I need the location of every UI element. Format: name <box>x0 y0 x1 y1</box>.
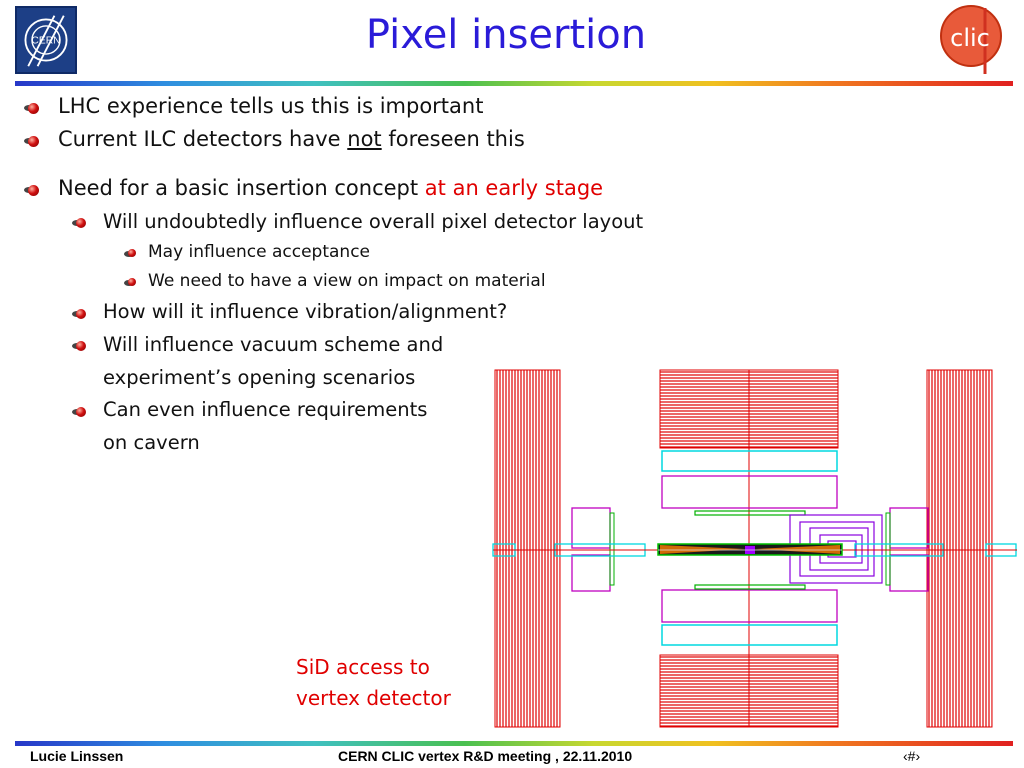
right-forward-upper <box>889 507 929 549</box>
subbullet-vacuum: Will influence vacuum scheme and <box>103 333 444 356</box>
sid-detector-diagram <box>492 369 1017 728</box>
right-cone <box>755 545 840 554</box>
clic-logo: clic <box>940 2 1002 76</box>
header-divider <box>15 81 1013 86</box>
footer-author: Lucie Linssen <box>30 748 124 764</box>
left-forward-green <box>609 512 615 586</box>
subbullet-cavern-cont: on cavern <box>103 431 200 454</box>
subbullet-icon <box>72 218 86 228</box>
right-endcap-iron <box>926 369 993 728</box>
subbullet-cavern: Can even influence requirements <box>103 398 428 421</box>
subbullet-icon <box>72 309 86 319</box>
left-cone <box>660 545 745 554</box>
diagram-caption: SiD access to vertex detector <box>296 652 451 714</box>
top-coil <box>661 450 838 472</box>
right-forward-green <box>885 512 891 586</box>
top-hcal <box>661 475 838 509</box>
subbullet-vacuum-cont: experiment’s opening scenarios <box>103 366 416 389</box>
footer-meeting: CERN CLIC vertex R&D meeting , 22.11.201… <box>338 748 633 764</box>
subbullet-vibration: How will it influence vibration/alignmen… <box>103 300 508 323</box>
bullet-lhc-experience: LHC experience tells us this is importan… <box>58 94 484 118</box>
top-ecal <box>694 510 806 516</box>
bullet-icon <box>24 103 39 114</box>
bullet-insertion-concept: Need for a basic insertion concept at an… <box>58 176 604 200</box>
footer-page-number: ‹#› <box>903 748 921 764</box>
caption-line-2: vertex detector <box>296 686 451 710</box>
footer-divider <box>15 741 1013 746</box>
bottom-coil <box>661 624 838 646</box>
right-forward-lower <box>889 554 929 592</box>
left-endcap-iron <box>494 369 561 728</box>
subbullet-icon <box>72 407 86 417</box>
left-forward-upper <box>571 507 611 549</box>
caption-line-1: SiD access to <box>296 655 430 679</box>
subbullet-icon <box>72 341 86 351</box>
page-title: Pixel insertion <box>365 12 647 58</box>
cern-logo: CERN <box>15 6 77 74</box>
subsubbullet-icon <box>124 249 136 257</box>
bullet-icon <box>24 136 39 147</box>
subbullet-layout: Will undoubtedly influence overall pixel… <box>103 210 644 233</box>
bottom-ecal <box>694 584 806 590</box>
bullet-icon <box>24 185 39 196</box>
bottom-hcal <box>661 589 838 623</box>
subsubbullet-icon <box>124 278 136 286</box>
left-forward-lower <box>571 554 611 592</box>
subsubbullet-acceptance: May influence acceptance <box>148 242 370 262</box>
cern-logo-text: CERN <box>31 36 60 47</box>
bullet-current-ilc: Current ILC detectors have not foreseen … <box>58 127 525 151</box>
subsubbullet-material: We need to have a view on impact on mate… <box>148 271 546 291</box>
clic-logo-text: clic <box>950 24 990 52</box>
